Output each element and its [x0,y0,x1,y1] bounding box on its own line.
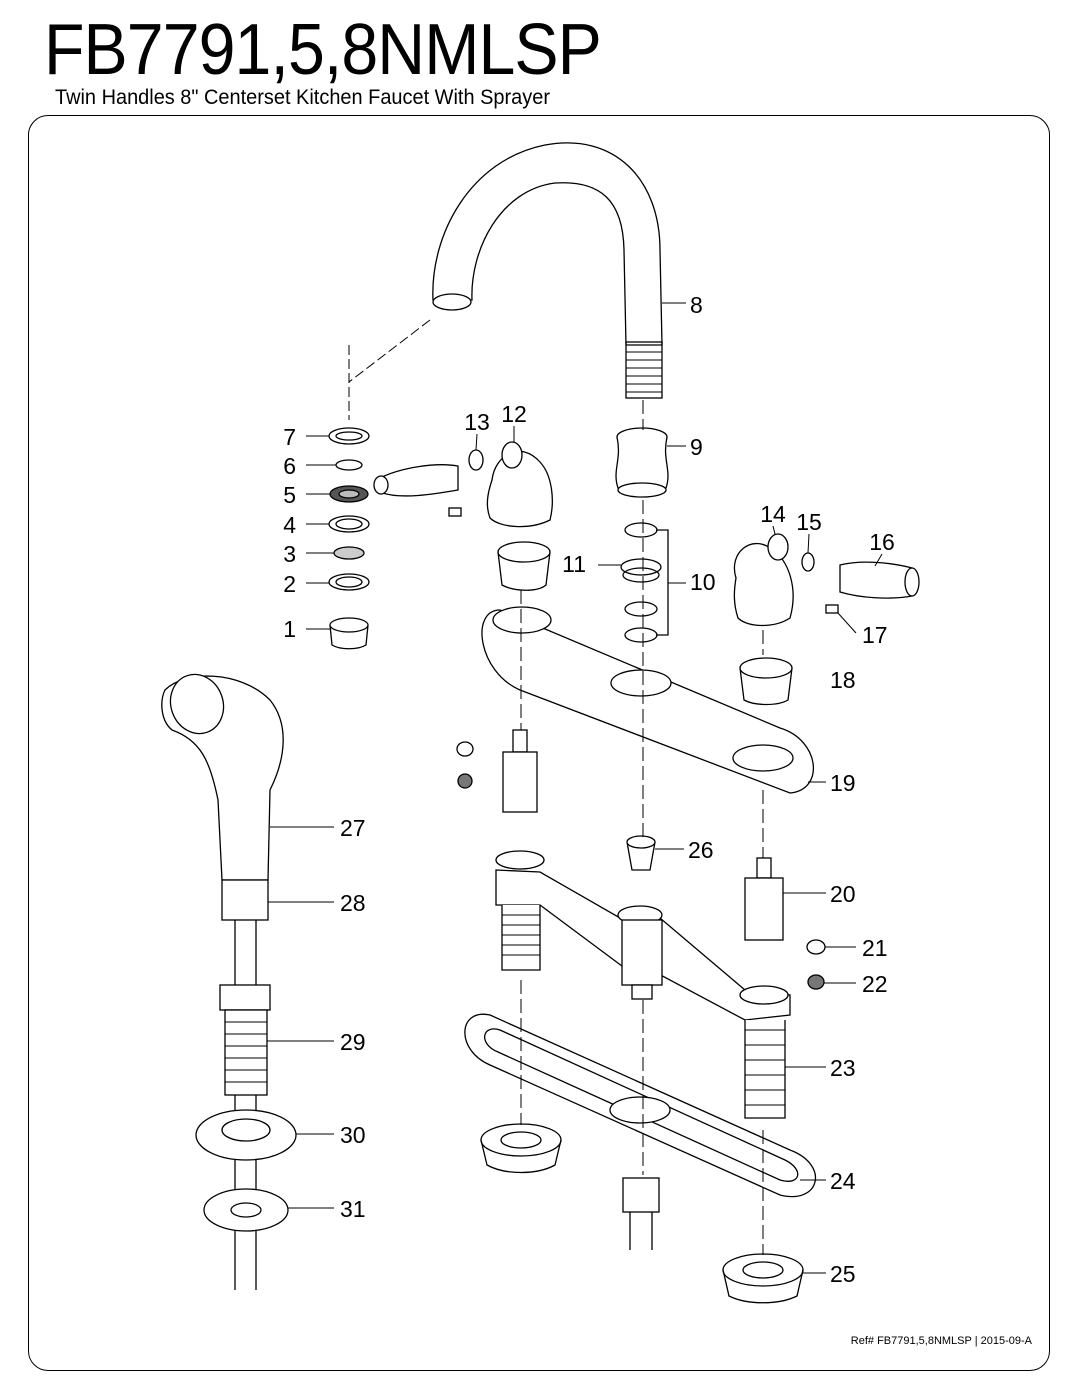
part-number-15: 15 [796,509,822,535]
leader-line-14 [772,525,776,535]
part-number-27: 27 [340,815,366,841]
part-number-14: 14 [760,501,786,527]
part-number-1: 1 [283,616,296,642]
part-number-3: 3 [283,541,296,567]
part-number-25: 25 [830,1261,856,1287]
part-number-23: 23 [830,1055,856,1081]
part-number-7: 7 [283,424,296,450]
part-number-18: 18 [830,667,856,693]
part-number-17: 17 [862,622,888,648]
part-number-8: 8 [690,292,703,318]
part-number-13: 13 [464,409,490,435]
model-number: FB7791,5,8NMLSP [44,10,602,90]
part-number-12: 12 [501,401,527,427]
part-number-29: 29 [340,1029,366,1055]
part-number-16: 16 [869,529,895,555]
leader-line-16 [874,553,883,567]
part-number-21: 21 [862,935,888,961]
diagram-frame [28,115,1050,1371]
part-number-6: 6 [283,453,296,479]
leader-line-17 [837,612,857,634]
reference-code: Ref# FB7791,5,8NMLSP | 2015-09-A [850,1335,1032,1347]
part-number-5: 5 [283,482,296,508]
part-number-9: 9 [690,434,703,460]
part-number-11: 11 [562,551,586,577]
spout-nut-part [615,427,669,498]
part-number-19: 19 [830,770,856,796]
leader-line-15 [807,533,810,554]
part-number-30: 30 [340,1122,366,1148]
part-number-10: 10 [690,569,716,595]
part-number-26: 26 [688,837,714,863]
part-number-28: 28 [340,890,366,916]
part-number-2: 2 [283,571,296,597]
part-number-20: 20 [830,881,856,907]
diagram-subtitle: Twin Handles 8" Centerset Kitchen Faucet… [55,86,550,109]
leader-line-13 [475,433,478,451]
part-number-24: 24 [830,1168,856,1194]
part-number-4: 4 [283,512,296,538]
part-number-31: 31 [340,1196,366,1222]
part-number-22: 22 [862,971,888,997]
spout-part [432,142,663,399]
